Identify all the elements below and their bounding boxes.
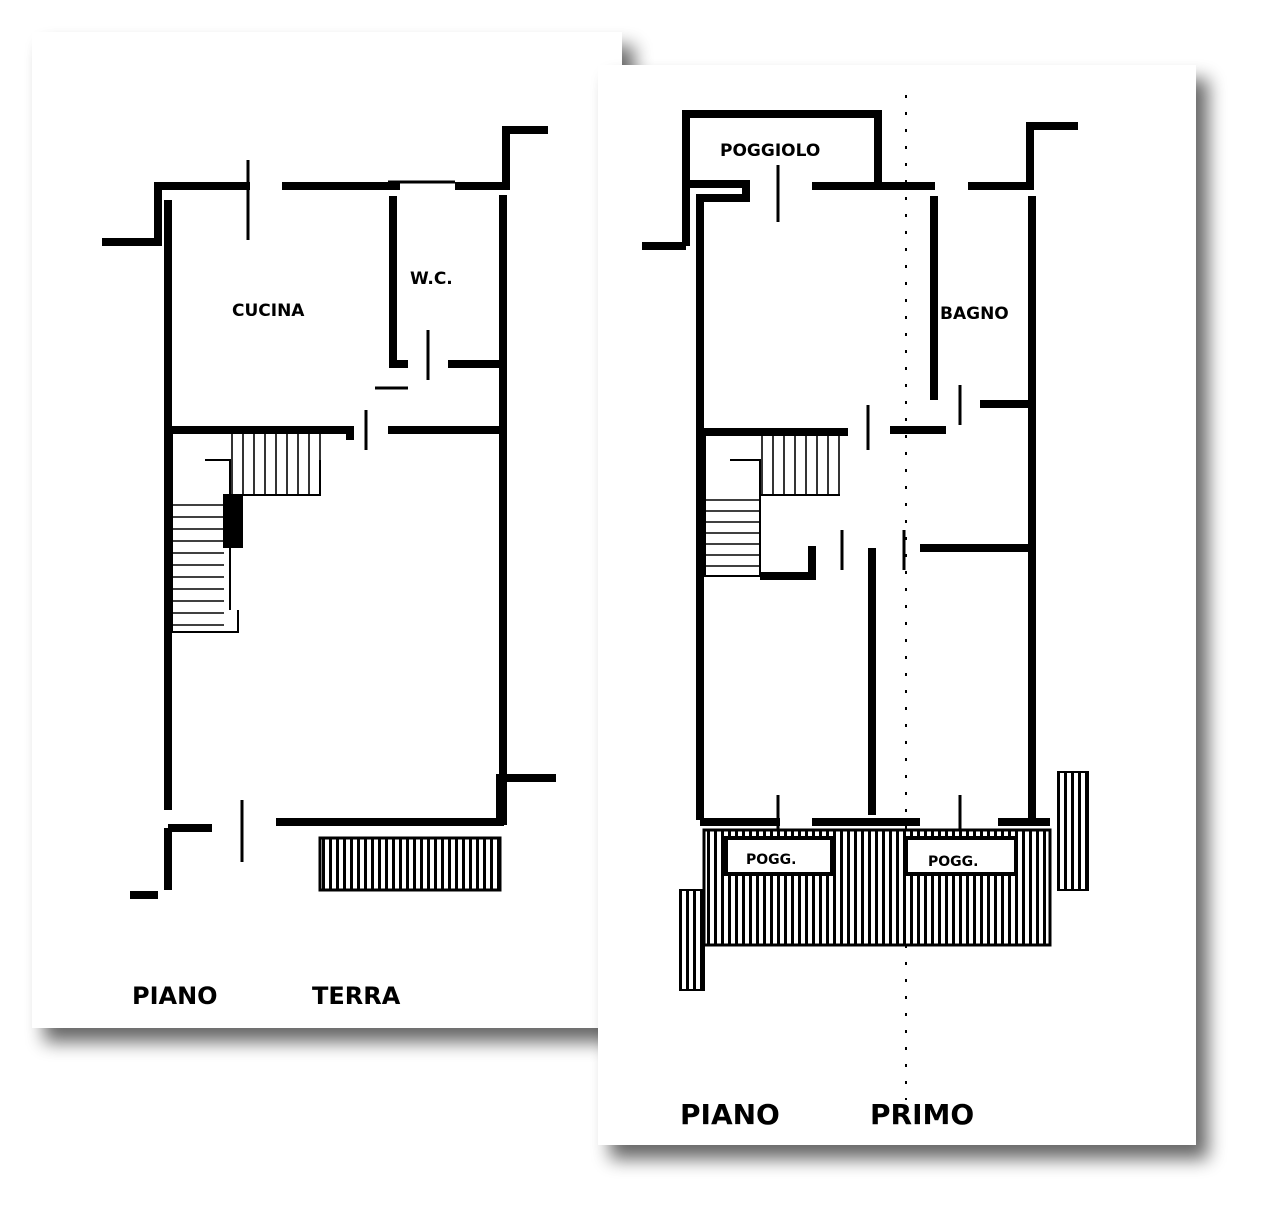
room-label-bagno: BAGNO bbox=[940, 304, 1009, 324]
stair-treads bbox=[172, 434, 321, 626]
pogg-box bbox=[904, 836, 1018, 876]
staircase bbox=[704, 434, 840, 577]
room-label-poggiolo: POGGIOLO bbox=[720, 141, 820, 161]
walls bbox=[642, 110, 1078, 826]
plan-title-word2: PRIMO bbox=[870, 1098, 974, 1131]
walls bbox=[102, 126, 556, 899]
room-label-wc: W.C. bbox=[410, 269, 453, 289]
room-label-cucina: CUCINA bbox=[232, 301, 305, 321]
sheet-piano-terra: CUCINA W.C. PIANO TERRA bbox=[32, 32, 622, 1028]
sheet-piano-primo: POGGIOLO BAGNO POGG. POGG. PIANO PRIMO bbox=[598, 65, 1196, 1145]
door-marks bbox=[240, 160, 455, 862]
stair-treads bbox=[705, 434, 840, 567]
room-label-pogg-left: POGG. bbox=[746, 852, 796, 868]
plan-title-word1: PIANO bbox=[132, 982, 218, 1010]
staircase bbox=[171, 432, 321, 633]
balcony bbox=[679, 771, 1089, 991]
plan-title-word2: TERRA bbox=[312, 982, 401, 1010]
room-label-pogg-right: POGG. bbox=[928, 854, 978, 870]
plan-title-word1: PIANO bbox=[680, 1098, 780, 1131]
entrance-steps bbox=[318, 836, 502, 892]
pogg-box bbox=[724, 836, 834, 876]
